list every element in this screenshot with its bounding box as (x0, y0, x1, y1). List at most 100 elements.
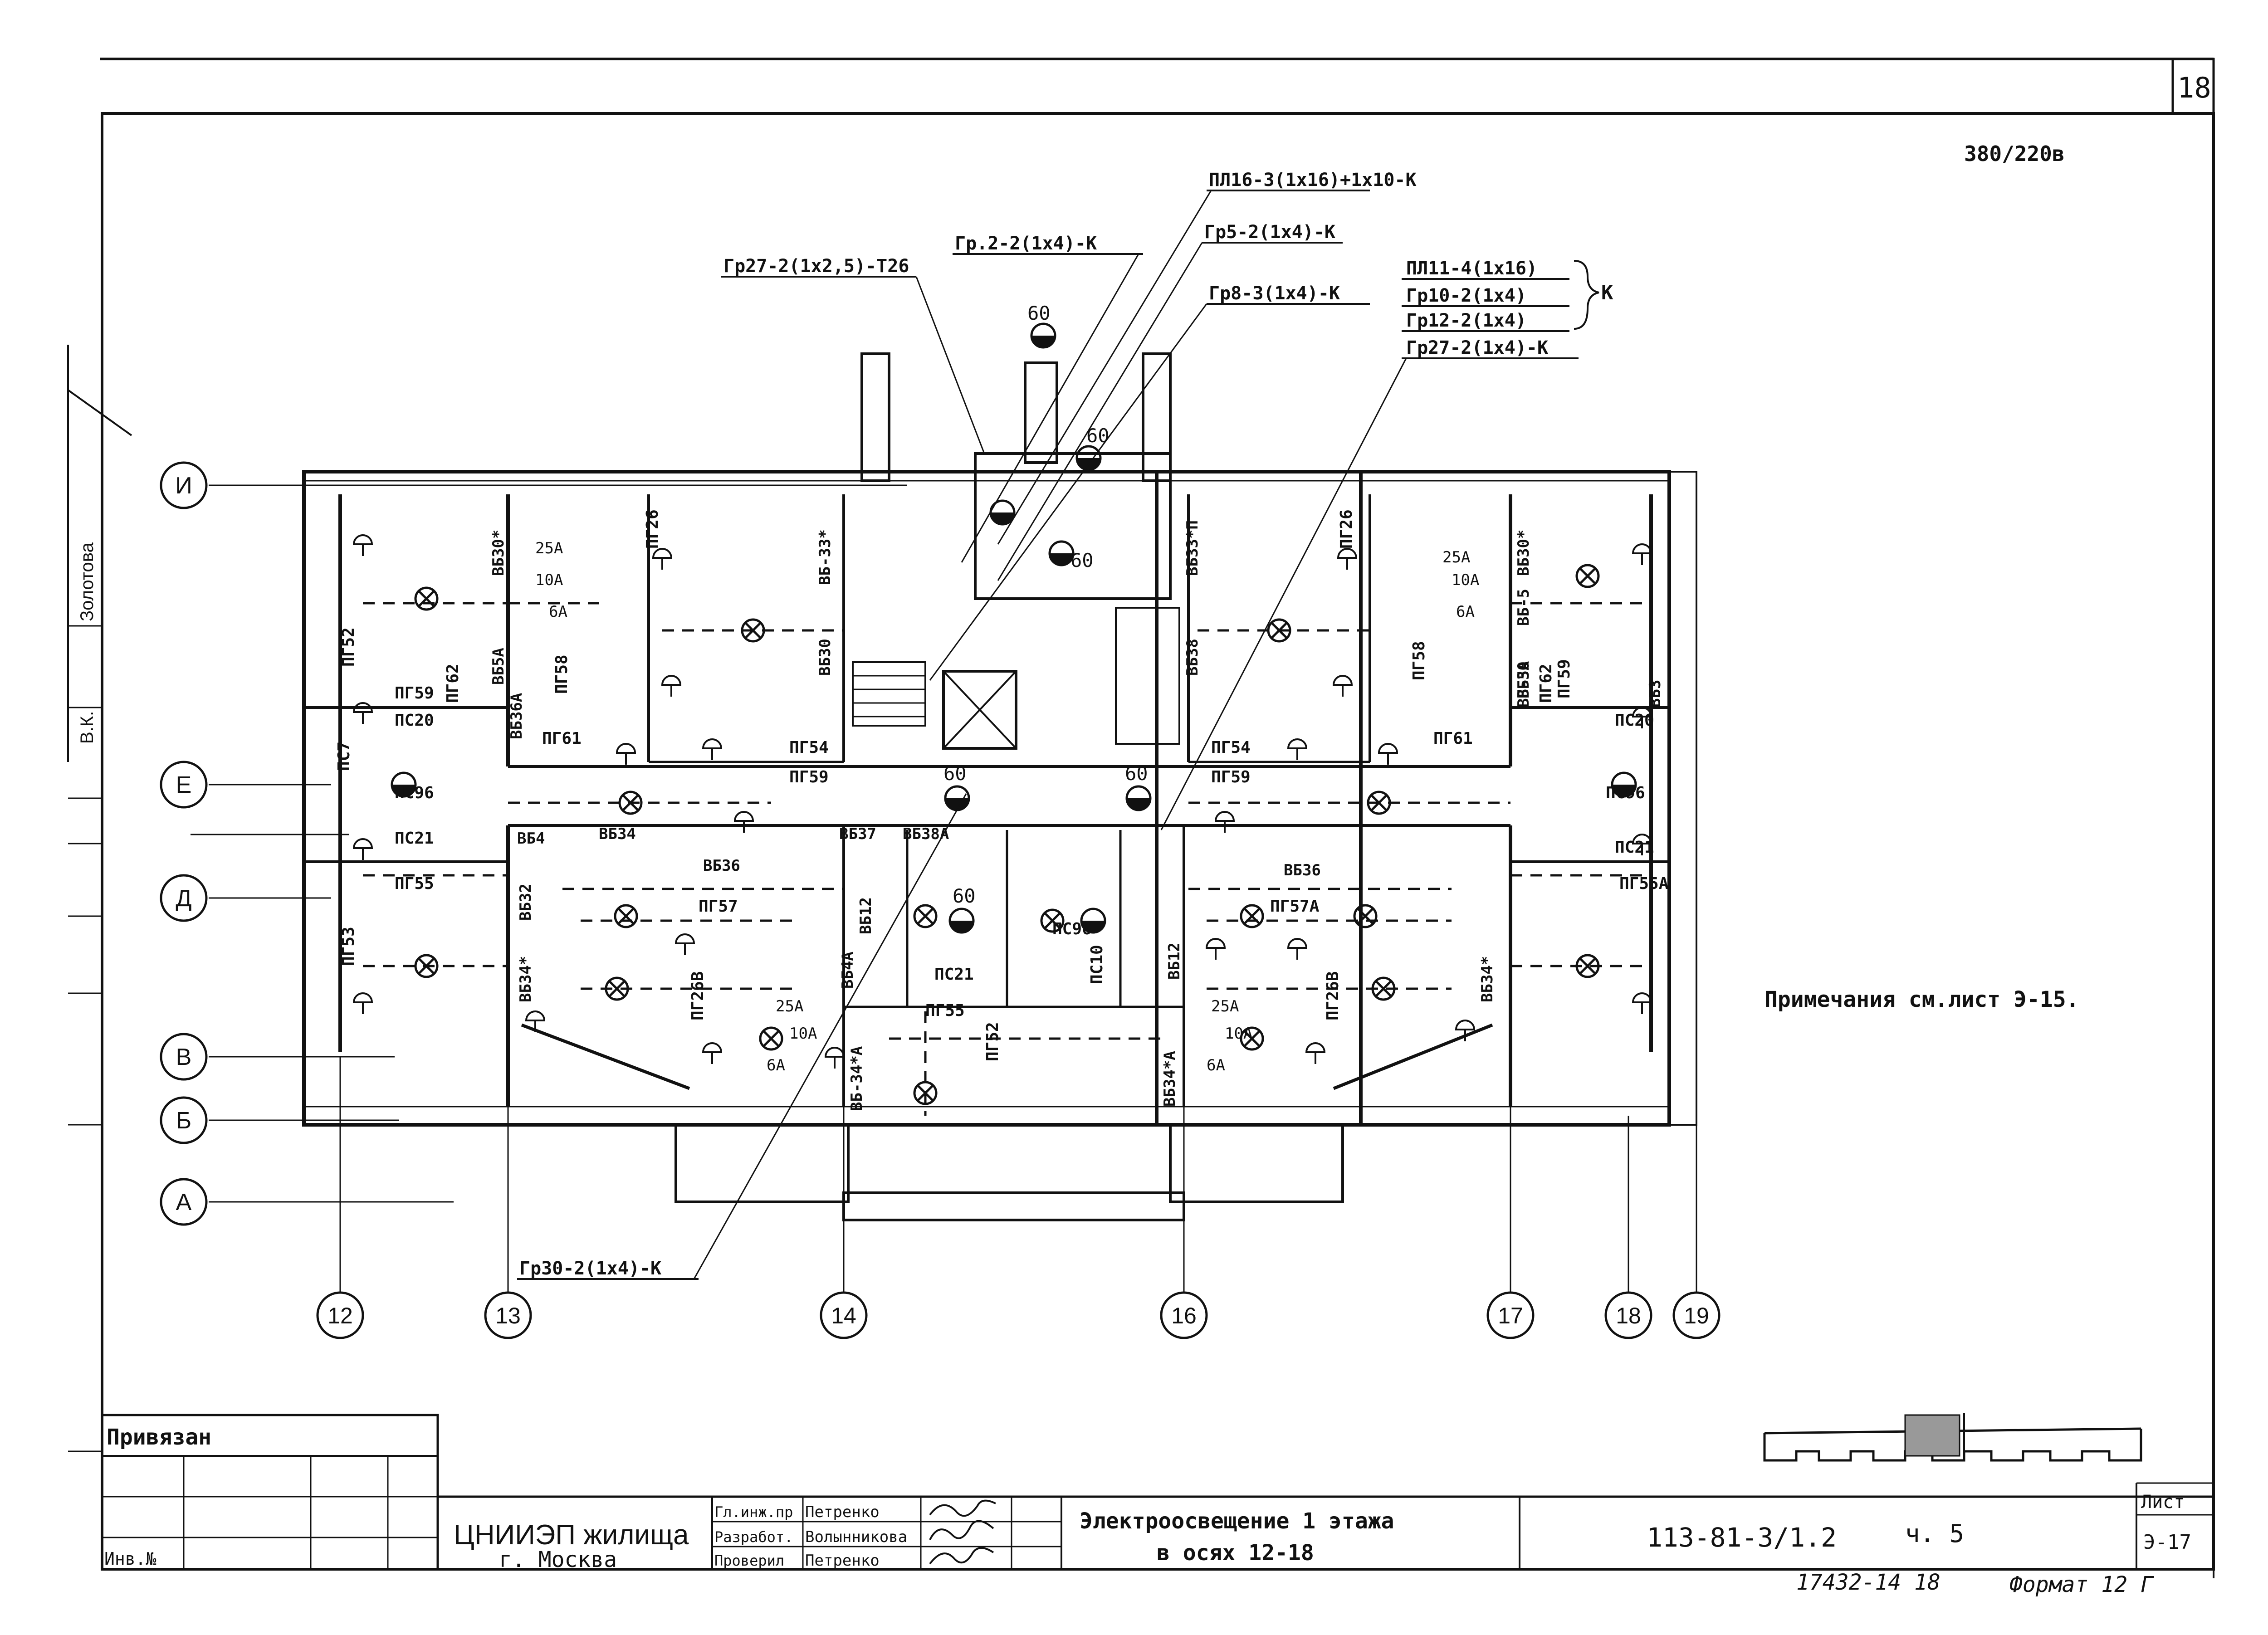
room-code-label: ПГ26 (643, 509, 662, 549)
wall-lamp-icon (1048, 540, 1075, 566)
ceiling-light-icon (614, 904, 638, 928)
panel-code-label: ВБ4 (517, 830, 545, 848)
axis-label-col: 18 (1616, 1303, 1641, 1328)
ceiling-light-icon (1040, 908, 1065, 933)
switch-icon (1632, 543, 1652, 565)
wall-lamp-icon (1125, 785, 1152, 811)
axis-bubble-row (160, 1178, 208, 1226)
panel-code-label: ВБ32 (517, 883, 535, 921)
room-code-label: ПГ59 (1211, 768, 1251, 786)
axis-bubble-row (160, 461, 208, 509)
cable-group-suffix: К (1601, 281, 1613, 304)
ceiling-light-icon (1367, 791, 1391, 815)
cable-group-k (1402, 260, 1599, 332)
axis-bubble-col (1672, 1291, 1721, 1339)
panel-code-label: ВБ-34*А (848, 1046, 866, 1111)
switch-icon (1205, 938, 1226, 960)
wall-lamp-icon (1030, 322, 1056, 349)
attached-label: Привязан (107, 1425, 211, 1450)
ceiling-light-icon (1353, 904, 1378, 928)
role-chief-engineer: Гл.инж.пр (714, 1503, 793, 1521)
axis-label-row: Б (176, 1108, 191, 1134)
ceiling-light-icon (1575, 954, 1600, 978)
column-axis-markers: 12 13 14 16 17 18 19 (316, 1291, 1721, 1339)
lamp-power-label: 60 (953, 885, 976, 907)
key-plan (1763, 1413, 2142, 1462)
ceiling-light-icon (1575, 564, 1600, 588)
breaker-rating-label: 10А (535, 571, 563, 589)
axis-bubble-col (1486, 1291, 1535, 1339)
switch-icon (1337, 548, 1358, 570)
axis-label-col: 16 (1171, 1303, 1197, 1328)
panel-code-label: ВБ37 (839, 825, 876, 843)
axis-label-row: Е (176, 772, 192, 798)
panel-code-label: ВБ36А (508, 693, 526, 739)
ceiling-light-icon (741, 618, 765, 643)
switch-icon (1287, 938, 1308, 960)
drawing-title-line2: в осях 12-18 (1157, 1540, 1314, 1566)
switch-icon (675, 933, 695, 955)
breaker-rating-label: 6А (1207, 1056, 1225, 1074)
ceiling-light-icon (1240, 904, 1264, 928)
switch-icon (661, 675, 682, 697)
role-checker: Проверил (714, 1552, 784, 1569)
wall-lamp-icon (1611, 771, 1637, 798)
switch-icon (352, 702, 373, 724)
stamp-signer-role: В.К. (77, 711, 97, 744)
room-code-label: ПГ57А (1270, 897, 1320, 916)
panel-code-label: ВБ30 (1515, 661, 1533, 698)
room-code-label: ПГ57 (699, 897, 738, 916)
paper-format: Формат 12 Г (2009, 1572, 2155, 1597)
room-code-label: ПГ61 (542, 729, 582, 748)
cable-label-gr2: Гр.2-2(1х4)-К (955, 233, 1097, 254)
lamp-power-label: 60 (1125, 762, 1148, 785)
row-axis-markers: И Е Д В Б А (160, 461, 208, 1226)
cable-label-gr5: Гр5-2(1х4)-К (1204, 222, 1335, 243)
light-fixtures (352, 322, 1652, 1105)
room-code-label: ПС21 (934, 965, 974, 984)
room-code-label: ПС10 (1088, 945, 1106, 984)
ceiling-light-icon (1371, 976, 1396, 1001)
name-developer: Волынникова (805, 1528, 907, 1546)
cable-label-gr27-k: Гр27-2(1х4)-К (1406, 337, 1548, 358)
panel-code-label: ВБ33*П (1183, 520, 1202, 576)
cable-label-gr30: Гр30-2(1х4)-К (519, 1258, 661, 1279)
switch-icon (652, 548, 673, 570)
room-code-label: ПС20 (395, 711, 434, 730)
room-code-label: ПГ55 (395, 874, 434, 893)
wiring-runs (363, 602, 1642, 1116)
panel-code-label: ВБ12 (857, 897, 875, 934)
title-block (101, 1414, 2215, 1571)
switch-icon (1332, 675, 1353, 697)
room-code-label: ПС21 (395, 829, 434, 848)
switch-icon (352, 838, 373, 860)
room-code-label: ПС96 (395, 784, 434, 802)
axis-bubble-row (160, 874, 208, 922)
name-checker: Петренко (805, 1552, 880, 1570)
switch-icon (1214, 811, 1235, 833)
panel-code-label: ВБ-33* (816, 529, 834, 585)
voltage-label: 380/220в (1964, 142, 2065, 166)
project-part: ч. 5 (1905, 1519, 1964, 1548)
room-code-label: ПГ55 (925, 1001, 965, 1020)
panel-code-label: ВБ30 (816, 639, 834, 676)
switch-icon (1632, 834, 1652, 855)
panel-code-label: ВБ38А (903, 825, 949, 843)
breaker-rating-label: 25А (1211, 997, 1239, 1015)
switch-icon (702, 1042, 723, 1064)
axis-label-col: 12 (327, 1303, 353, 1328)
sheet-label: Лист (2141, 1492, 2185, 1513)
axis-label-row: В (176, 1044, 192, 1070)
cable-label-gr27-t26: Гр27-2(1х2,5)-Т26 (723, 256, 909, 277)
ceiling-light-icon (618, 791, 643, 815)
room-code-label: ПГ52 (339, 627, 358, 667)
panel-code-label: ВБ5А (489, 648, 508, 685)
breaker-rating-label: 6А (767, 1056, 785, 1074)
name-chief-engineer: Петренко (805, 1503, 880, 1521)
breaker-rating-label: 6А (1456, 603, 1475, 621)
building-outline (302, 352, 1697, 1221)
switch-icon (1305, 1042, 1326, 1064)
cable-leaders (517, 190, 1579, 1280)
room-code-label: ПГ61 (1433, 729, 1473, 748)
